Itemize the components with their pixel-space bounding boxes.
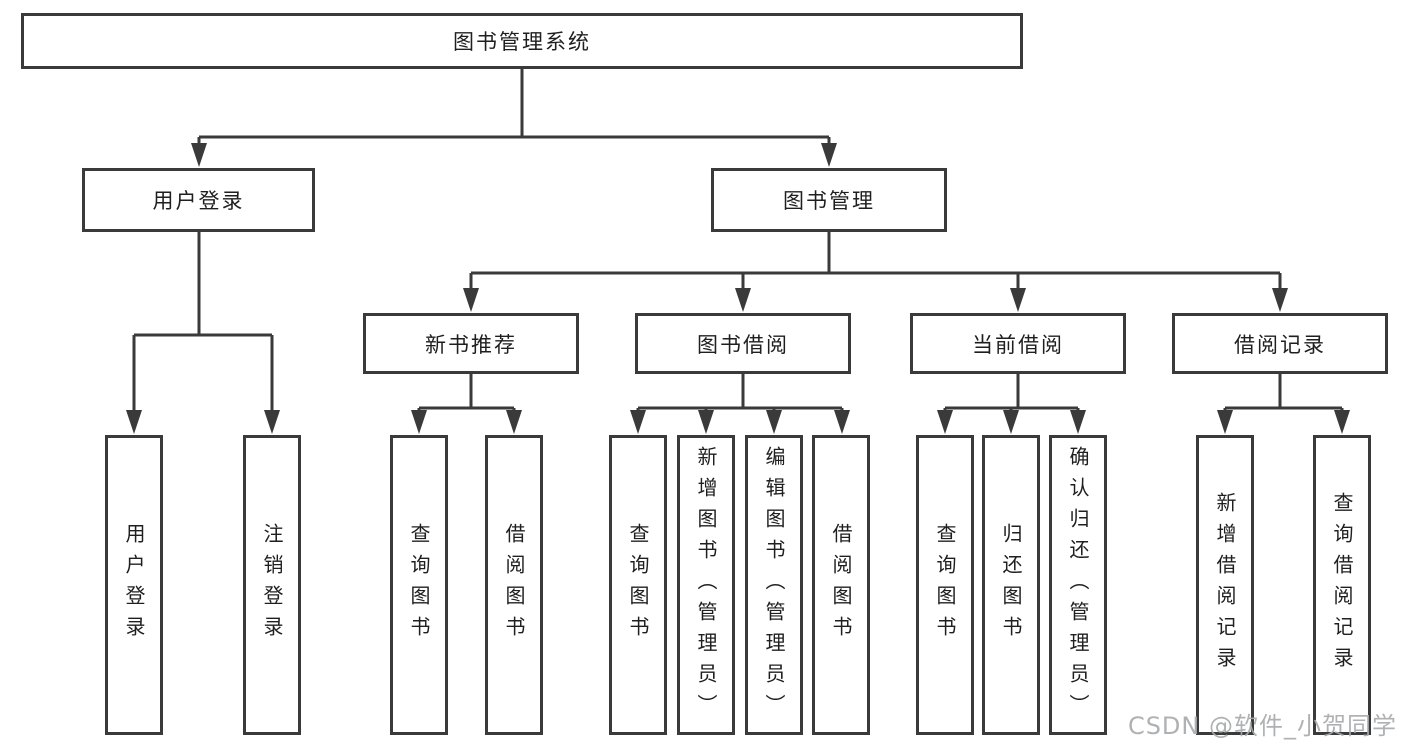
leaf-logout: 注销登录 (243, 435, 301, 735)
connector-strokes (132, 69, 1344, 418)
leaf-query-borrow-record: 查询借阅记录 (1313, 435, 1371, 735)
leaf-query-books-recommend: 查询图书 (390, 435, 448, 735)
leaf-return-books: 归还图书 (982, 435, 1040, 735)
leaf-confirm-return-admin: 确认归还（管理员） (1049, 435, 1107, 735)
connector-arrowheads (126, 143, 1350, 434)
node-book-management: 图书管理 (711, 168, 947, 232)
node-borrow-records: 借阅记录 (1172, 313, 1388, 374)
leaf-user-login: 用户登录 (105, 435, 163, 735)
node-book-borrow: 图书借阅 (635, 313, 851, 374)
leaf-borrow-books: 借阅图书 (812, 435, 870, 735)
leaf-edit-books-admin: 编辑图书（管理员） (745, 435, 803, 735)
leaf-query-books-borrow: 查询图书 (609, 435, 667, 735)
leaf-query-books-current: 查询图书 (916, 435, 974, 735)
node-user-login: 用户登录 (82, 168, 315, 232)
node-library-management-system: 图书管理系统 (21, 13, 1023, 69)
leaf-add-books-admin: 新增图书（管理员） (677, 435, 735, 735)
leaf-borrow-books-recommend: 借阅图书 (485, 435, 543, 735)
leaf-add-borrow-record: 新增借阅记录 (1196, 435, 1254, 735)
node-new-book-recommend: 新书推荐 (363, 313, 579, 374)
node-current-borrow: 当前借阅 (910, 313, 1126, 374)
